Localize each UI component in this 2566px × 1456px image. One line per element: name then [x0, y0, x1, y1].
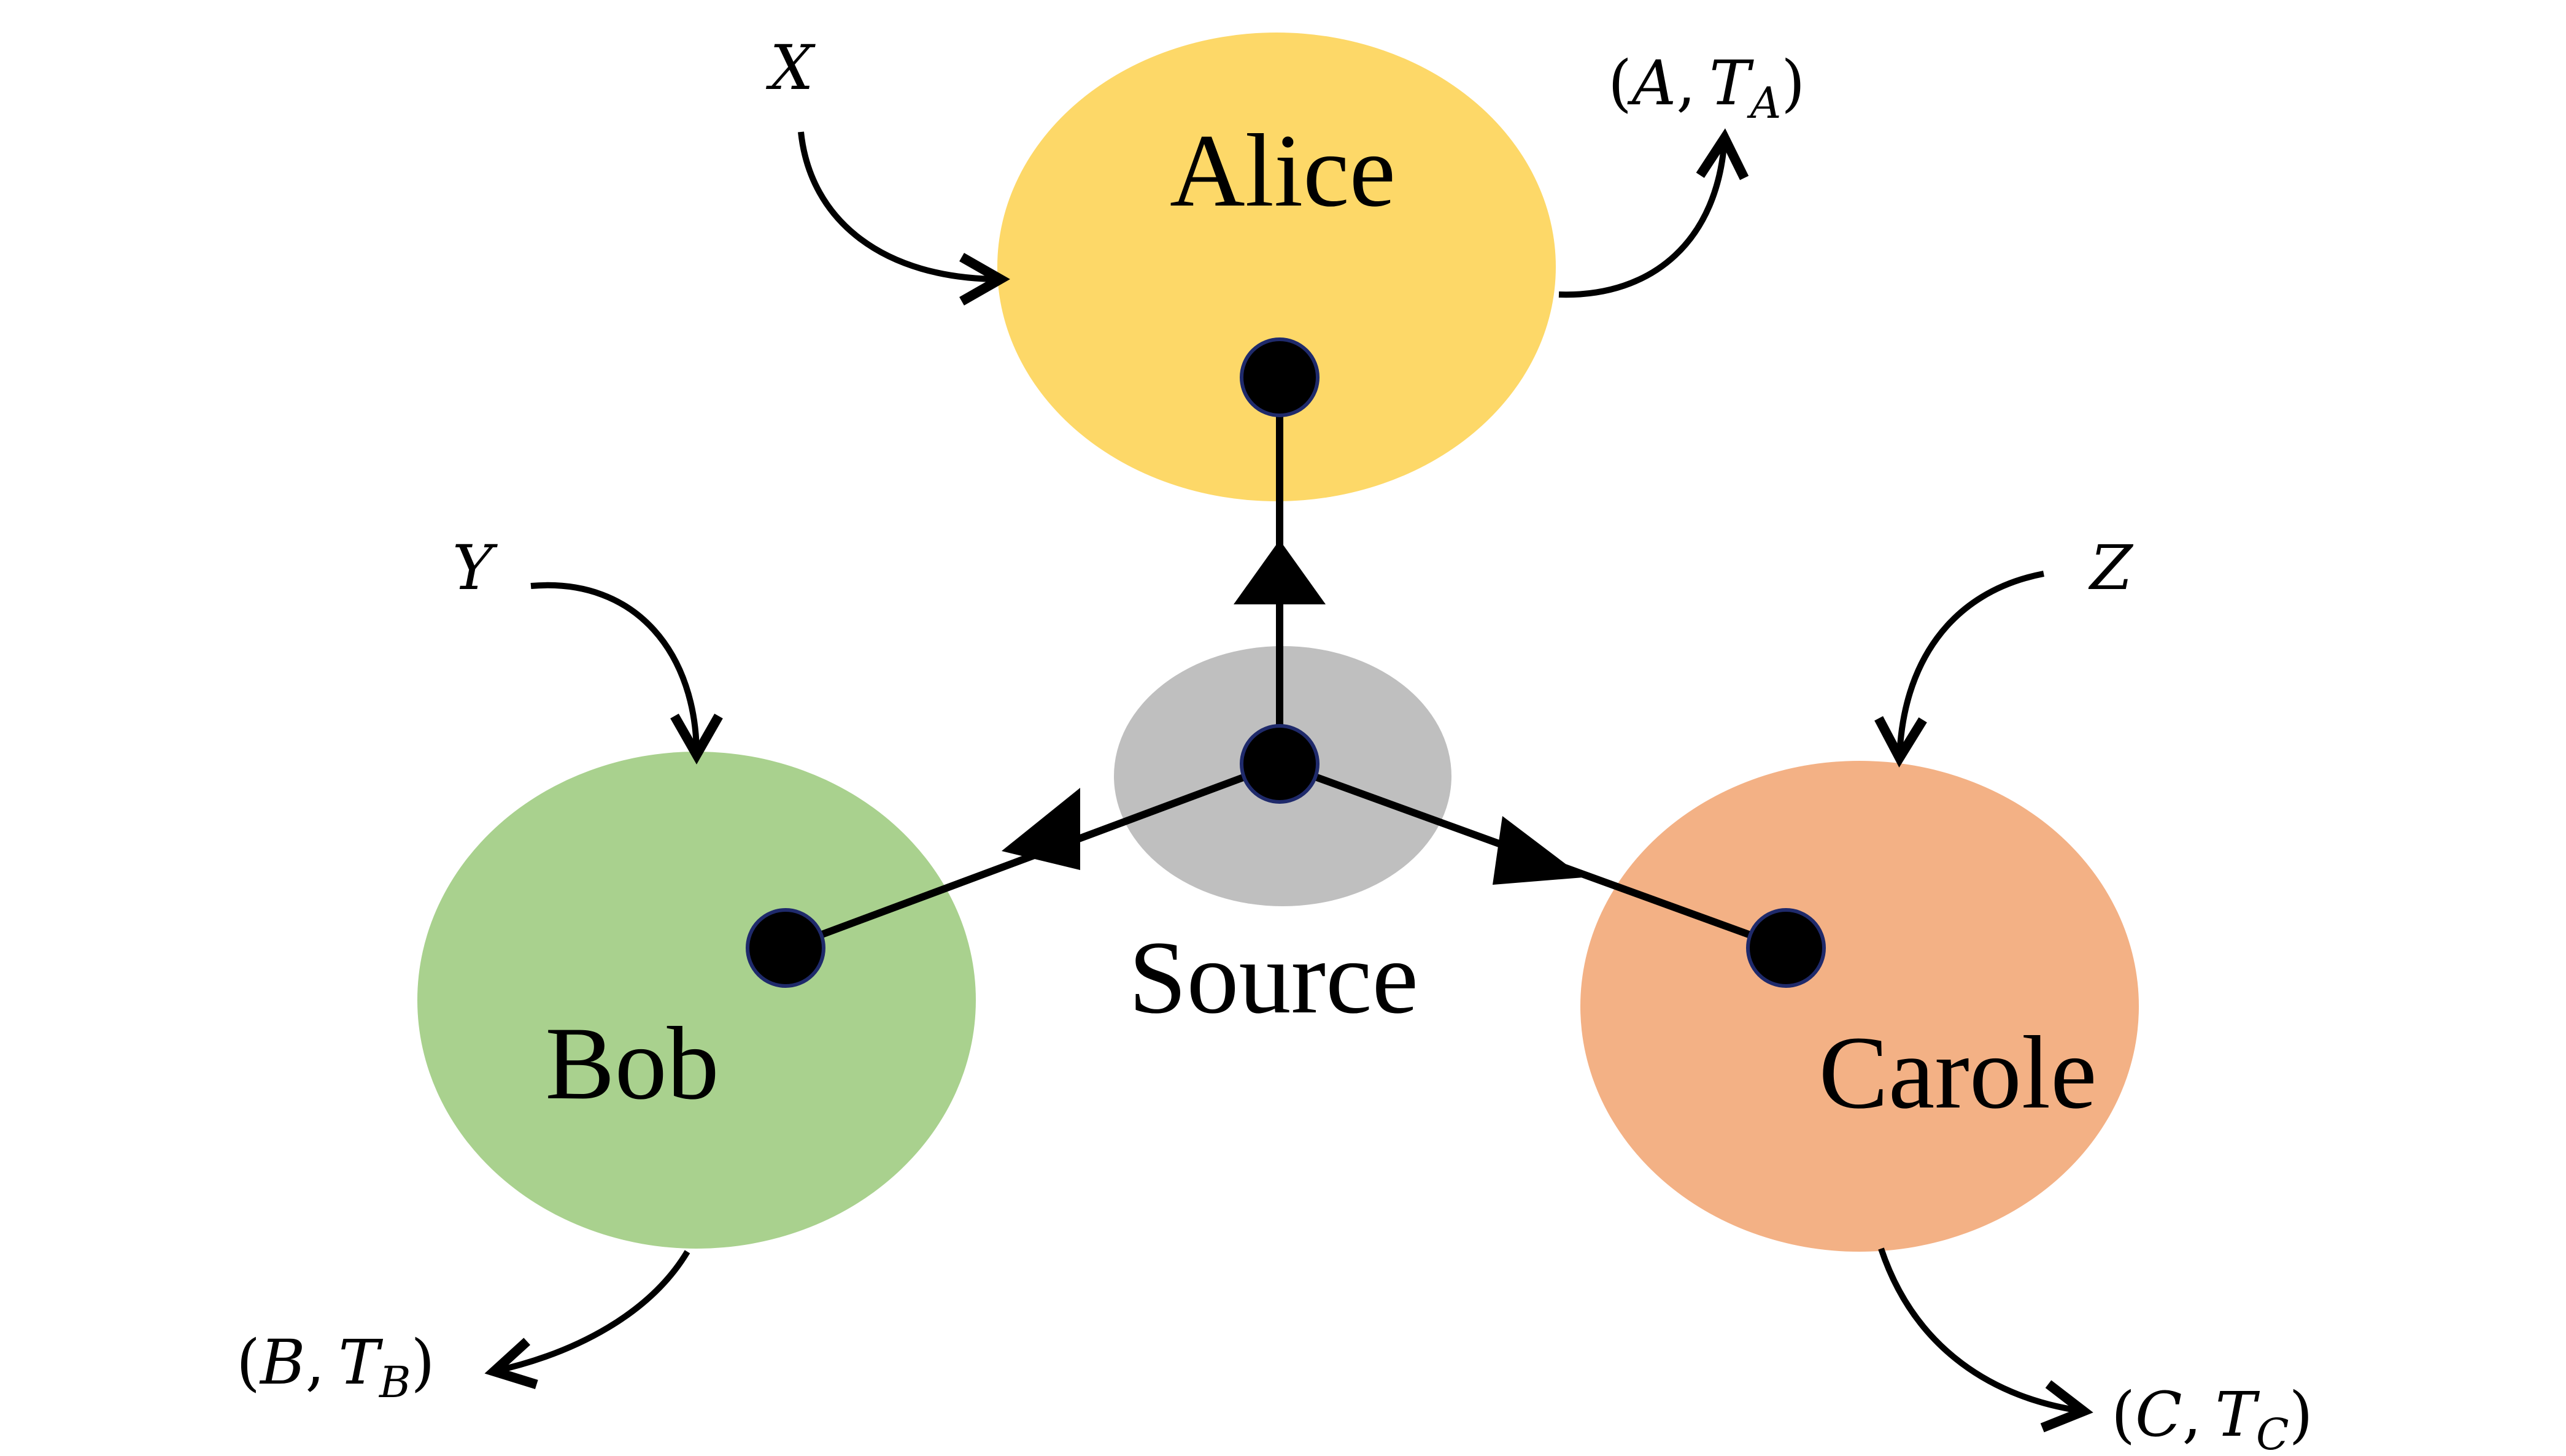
carole-output-arrow	[1878, 1247, 2093, 1433]
z-input-arrow	[1874, 571, 2044, 768]
carole-output-label: (C,TC)	[2111, 1379, 2313, 1456]
bob-port-dot	[746, 908, 825, 988]
bob-label: Bob	[545, 1006, 719, 1121]
alice-port-dot	[1240, 337, 1320, 417]
z-input-label: Z	[2088, 532, 2133, 604]
x-input-label: X	[765, 32, 816, 104]
alice-node	[997, 33, 1556, 501]
alice-label: Alice	[1170, 113, 1396, 228]
carole-port-dot	[1746, 908, 1826, 988]
source-label: Source	[1129, 920, 1418, 1035]
bob-output-label: (B,TB)	[236, 1327, 435, 1408]
carole-edge-arrowhead	[1493, 816, 1583, 885]
y-input-label: Y	[452, 532, 498, 604]
alice-output-arrow	[1558, 128, 1749, 298]
carole-label: Carole	[1818, 1015, 2096, 1130]
source-dot	[1240, 724, 1320, 804]
bob-output-arrow	[484, 1250, 690, 1389]
bob-edge-arrowhead	[1002, 788, 1080, 870]
carole-node	[1580, 761, 2139, 1252]
y-input-arrow	[530, 582, 723, 765]
bob-node	[417, 752, 976, 1249]
alice-edge-arrowhead	[1234, 540, 1326, 604]
alice-output-label: (A,TA)	[1608, 47, 1805, 128]
x-input-arrow	[798, 131, 1010, 306]
